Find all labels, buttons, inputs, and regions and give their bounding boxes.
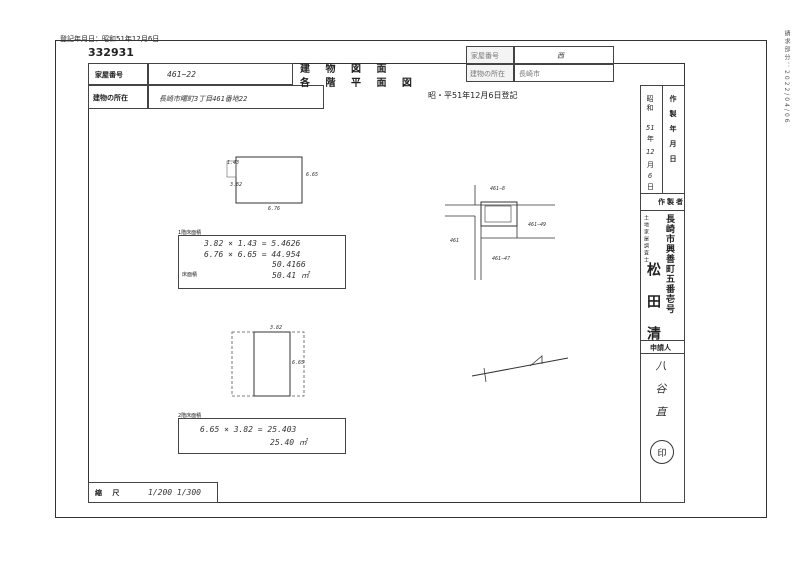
floor1-dim-top: 3.82	[230, 182, 243, 188]
floor1-dim-bottom: 6.76	[268, 206, 281, 212]
floor1-dim-right: 6.65	[306, 172, 319, 178]
top-right-label1-cell: 家屋番号	[466, 46, 514, 64]
scale-box	[88, 482, 218, 503]
maker-divider-top	[640, 193, 685, 194]
era-label: 昭和	[646, 95, 654, 113]
floor1-calc-line1: 3.82 × 1.43 = 5.4626	[204, 239, 301, 248]
site-label-c: 461−49	[528, 222, 547, 228]
applicant-name: 八谷直	[654, 360, 667, 429]
month-number: 12	[646, 148, 655, 156]
site-label-b: 461−47	[492, 256, 511, 262]
document-number: 332931	[88, 46, 134, 59]
day-label: 日	[647, 183, 654, 191]
maker-small-label: 土地家屋調査士	[643, 215, 649, 264]
floor2-area-label: 2階床面積	[178, 413, 202, 419]
floor2-area-box	[178, 418, 346, 454]
site-label-a: 461−8	[490, 186, 506, 192]
day-number: 6	[648, 172, 653, 180]
applicant-label: 申請人	[650, 344, 671, 352]
location-value-cell: 長崎市曙町3丁目461番地22	[148, 85, 324, 109]
applicant-divider-bottom	[640, 353, 685, 354]
year-number: 51	[646, 124, 655, 132]
floor2-dim-side: 6.65	[292, 360, 305, 366]
north-arrow-icon	[471, 355, 569, 382]
year-label: 年	[647, 135, 654, 143]
title-line2: 各 階 平 面 図	[300, 78, 418, 89]
made-date-label: 作製年月日	[669, 95, 677, 170]
house-number-label-cell: 家屋番号	[88, 63, 148, 85]
location-label-cell: 建物の所在	[88, 85, 148, 109]
month-label: 月	[647, 161, 654, 169]
maker-name: 松田清	[645, 262, 661, 358]
site-map	[445, 185, 555, 280]
registration-date: 登記年月日：昭和51年12月6日	[60, 35, 160, 43]
floor1-plan	[226, 156, 303, 204]
floor1-total-label: 床面積	[182, 272, 198, 278]
site-label-d: 461	[450, 238, 460, 244]
floor1-total: 50.41 ㎡	[272, 271, 309, 280]
maker-address: 長崎市興善町五番壱号	[664, 214, 674, 314]
seal-stamp-icon: 印	[650, 440, 674, 464]
floor1-area-box	[178, 235, 346, 289]
scale-value: 1/200 1/300	[148, 488, 201, 497]
top-right-value1-cell: 西	[514, 46, 614, 64]
floor2-calc-line1: 6.65 × 3.82 = 25.403	[200, 425, 297, 434]
house-number-value-cell: 461−22	[148, 63, 293, 85]
floor1-area-label: 1階床面積	[178, 230, 202, 236]
title-line1: 建 物 図 面	[300, 64, 393, 75]
top-right-value2-cell: 長崎市	[514, 64, 614, 82]
floor2-dim-top: 3.82	[270, 325, 283, 331]
floor1-dim-left: 1.43	[227, 160, 240, 166]
floor2-total: 25.40 ㎡	[270, 438, 307, 447]
scale-label: 縮 尺	[95, 489, 124, 497]
floor1-calc-line2: 6.76 × 6.65 = 44.954	[204, 250, 301, 259]
registration-note: 昭・平51年12月6日登記	[428, 91, 518, 100]
right-panel-divider	[662, 85, 663, 193]
floor2-plan	[231, 331, 305, 397]
maker-divider-bottom	[640, 210, 685, 211]
top-right-label2-cell: 建物の所在	[466, 64, 514, 82]
side-stamp: 請求部分：2022/04/06	[783, 30, 790, 125]
applicant-divider-top	[640, 340, 685, 341]
maker-label: 作製者	[658, 198, 685, 206]
floor1-calc-line3: 50.4166	[272, 260, 306, 269]
outer-frame	[55, 40, 767, 518]
